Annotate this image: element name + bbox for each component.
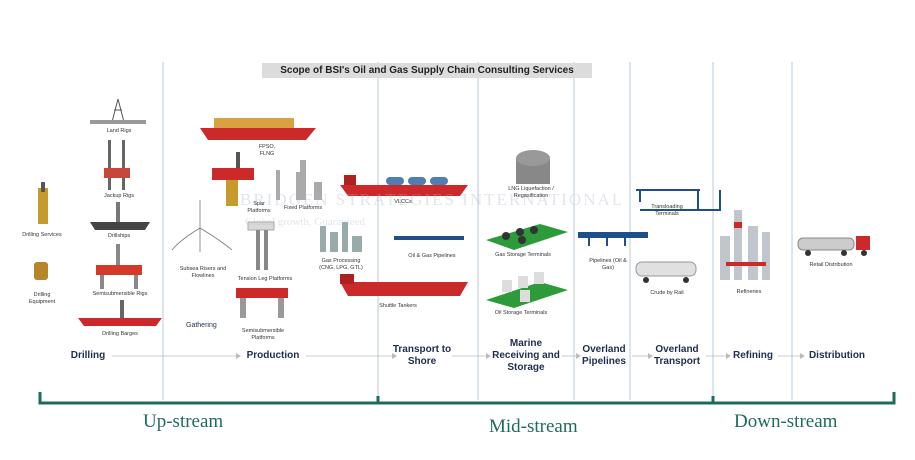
label-drilling-equipment: Drilling Equipment xyxy=(28,292,56,305)
semisubmersible-rig-icon xyxy=(96,244,142,289)
segment-upstream: Up-stream xyxy=(143,411,224,432)
label-retail-distribution: Retail Distribution xyxy=(809,262,853,268)
label-drillships: Drillships xyxy=(107,233,131,239)
stage-production: Production xyxy=(246,350,300,361)
label-tension-leg: Tension Leg Platforms xyxy=(237,276,293,282)
label-fixed-platforms: Fixed Platforms xyxy=(283,205,323,211)
oil-gas-pipeline-icon xyxy=(394,236,464,240)
label-fpso: FPSO, FLNG xyxy=(258,144,276,157)
lng-tank-icon xyxy=(516,150,550,184)
stage-transport-to-shore: Transport to Shore xyxy=(392,344,452,367)
land-rig-icon xyxy=(90,98,146,124)
label-jackup-rigs: Jackup Rigs xyxy=(104,193,134,199)
drilling-services-icon xyxy=(38,182,48,224)
semisubmersible-platform-icon xyxy=(236,288,288,318)
label-vlccs: VLCCs xyxy=(394,199,412,205)
label-drilling-services: Drilling Services xyxy=(22,232,62,238)
retail-tanker-truck-icon xyxy=(797,236,870,256)
diagram-title: Scope of BSI's Oil and Gas Supply Chain … xyxy=(262,63,592,78)
stage-refining: Refining xyxy=(733,350,773,361)
stage-dividers xyxy=(162,62,793,400)
segment-downstream: Down-stream xyxy=(734,411,838,432)
label-land-rigs: Land Rigs xyxy=(106,128,132,134)
stage-overland-transport: Overland Transport xyxy=(653,344,701,367)
label-semisubmersible-rigs: Semisubmersible Rigs xyxy=(92,291,148,297)
drilling-barge-icon xyxy=(78,300,162,326)
watermark: BRIDGEN STRATEGIES INTERNATIONAL xyxy=(240,190,625,209)
label-transloading: Transloading Terminals xyxy=(651,204,683,217)
crude-rail-car-icon xyxy=(635,261,697,283)
transloading-terminal-icon xyxy=(636,189,721,211)
tension-leg-platform-icon xyxy=(247,221,275,270)
gas-processing-icon xyxy=(320,222,362,252)
stage-overland-pipelines: Overland Pipelines xyxy=(582,344,626,367)
drillship-icon xyxy=(90,202,150,230)
label-oil-storage: Oil Storage Terminals xyxy=(494,310,548,316)
oil-storage-terminal-icon xyxy=(486,272,568,308)
drilling-equipment-icon xyxy=(34,262,48,280)
segment-bracket xyxy=(38,392,896,405)
label-subsea-risers: Subsea Risers and Flowlines xyxy=(179,266,227,279)
fpso-ship-icon xyxy=(200,118,316,140)
stage-marine-receiving: Marine Receiving and Storage xyxy=(492,338,560,373)
label-refineries: Refineries xyxy=(736,289,762,295)
shuttle-tanker-icon xyxy=(340,274,468,296)
subsea-riser-icon xyxy=(171,200,233,252)
label-pipelines: Pipelines (Oil & Gas) xyxy=(589,258,627,271)
label-oil-gas-pipelines: Oil & Gas Pipelines xyxy=(408,253,456,259)
stage-distribution: Distribution xyxy=(808,350,866,361)
stage-arrowheads xyxy=(236,353,805,359)
label-lng: LNG Liquefaction / Regasification xyxy=(508,186,554,199)
label-gas-processing: Gas Processing (CNG, LPG, GTL) xyxy=(319,258,363,271)
label-crude-by-rail: Crude by Rail xyxy=(650,290,684,296)
watermark-tagline: Global growth, Guaranteed xyxy=(245,216,366,228)
jackup-rig-icon xyxy=(104,140,130,190)
label-gas-storage: Gas Storage Terminals xyxy=(495,252,551,258)
segment-midstream: Mid-stream xyxy=(489,416,578,437)
refinery-icon xyxy=(720,210,770,280)
fixed-platform-icon xyxy=(276,160,322,200)
label-gathering: Gathering xyxy=(186,322,217,329)
spar-platform-icon xyxy=(212,152,254,206)
label-drilling-barges: Drilling Barges xyxy=(102,331,138,337)
label-spar: Spar Platforms xyxy=(247,201,271,214)
gas-storage-terminal-icon xyxy=(486,224,568,250)
overland-pipeline-icon xyxy=(578,232,648,246)
label-semisub-platforms: Semisubmersible Platforms xyxy=(241,328,285,341)
label-shuttle-tankers: Shuttle Tankers xyxy=(379,303,417,309)
vlcc-tanker-icon xyxy=(340,175,468,196)
stage-drilling: Drilling xyxy=(70,350,106,361)
